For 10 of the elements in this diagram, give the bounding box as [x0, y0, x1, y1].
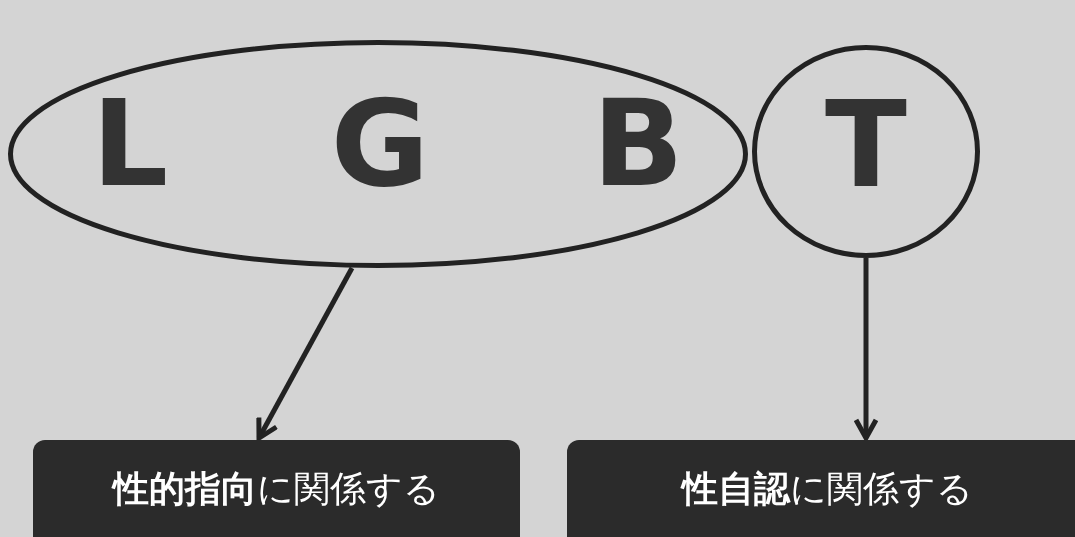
letter: G	[330, 84, 430, 204]
circle	[752, 45, 980, 258]
arrow	[853, 258, 879, 441]
label-box: 性的指向に関係する	[33, 440, 520, 537]
label-box: 性自認に関係する	[567, 440, 1075, 537]
ellipse	[8, 40, 748, 268]
arrow	[256, 266, 355, 441]
letter: L	[91, 84, 169, 204]
letter: B	[592, 84, 684, 204]
letter: T	[825, 85, 907, 205]
